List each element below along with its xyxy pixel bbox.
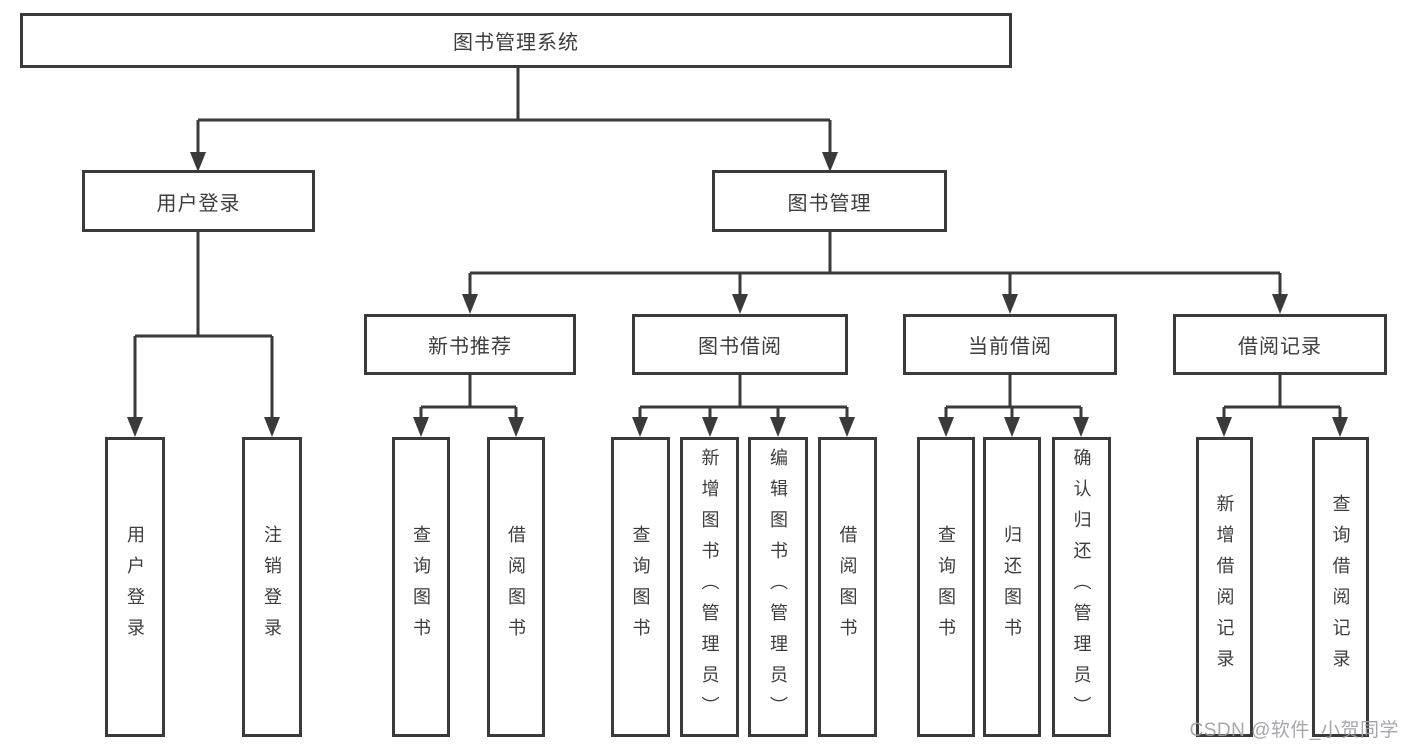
node-current-borrow-label: 当前借阅: [968, 336, 1052, 358]
node-leaf-query-books-2-label: 查询图书: [630, 525, 651, 649]
node-leaf-add-book-admin-label: 新增图书（管理员）: [699, 447, 720, 727]
node-leaf-query-borrow-record-label: 查询借阅记录: [1330, 494, 1351, 680]
node-leaf-borrow-books-1: 借阅图书: [487, 437, 545, 737]
node-new-book-recommend-label: 新书推荐: [428, 336, 512, 358]
node-leaf-query-books-1: 查询图书: [392, 437, 450, 737]
node-leaf-user-login-label: 用户登录: [125, 525, 145, 649]
node-new-book-recommend: 新书推荐: [364, 314, 576, 375]
node-leaf-edit-book-admin: 编辑图书（管理员）: [748, 437, 808, 737]
arrowheads: [127, 152, 1348, 437]
node-leaf-logout-label: 注销登录: [262, 525, 282, 649]
csdn-watermark: CSDN @软件_小贺同学: [1189, 720, 1399, 741]
node-leaf-query-books-1-label: 查询图书: [411, 525, 431, 649]
node-leaf-return-book: 归还图书: [983, 437, 1041, 737]
node-root-label: 图书管理系统: [453, 32, 579, 54]
node-leaf-add-book-admin: 新增图书（管理员）: [680, 437, 739, 737]
node-leaf-add-borrow-record-label: 新增借阅记录: [1214, 494, 1235, 680]
node-user-login: 用户登录: [82, 170, 315, 232]
node-leaf-confirm-return-admin-label: 确认归还（管理员）: [1071, 447, 1092, 727]
node-borrow-records: 借阅记录: [1173, 314, 1387, 375]
node-leaf-query-books-3: 查询图书: [917, 437, 975, 737]
node-leaf-query-borrow-record: 查询借阅记录: [1312, 437, 1369, 737]
node-leaf-query-books-3-label: 查询图书: [936, 525, 956, 649]
node-leaf-edit-book-admin-label: 编辑图书（管理员）: [768, 447, 788, 727]
node-current-borrow: 当前借阅: [903, 314, 1117, 375]
node-book-management: 图书管理: [712, 170, 947, 232]
node-leaf-borrow-books-1-label: 借阅图书: [506, 525, 526, 649]
node-leaf-user-login: 用户登录: [105, 437, 165, 737]
node-leaf-add-borrow-record: 新增借阅记录: [1196, 437, 1253, 737]
node-leaf-query-books-2: 查询图书: [611, 437, 670, 737]
node-leaf-borrow-books-2-label: 借阅图书: [837, 525, 858, 649]
node-leaf-return-book-label: 归还图书: [1002, 525, 1022, 649]
node-leaf-logout: 注销登录: [242, 437, 302, 737]
node-book-management-label: 图书管理: [787, 192, 872, 215]
node-borrow-records-label: 借阅记录: [1238, 336, 1322, 358]
node-book-borrow: 图书借阅: [632, 314, 848, 375]
node-leaf-borrow-books-2: 借阅图书: [818, 437, 877, 737]
node-leaf-confirm-return-admin: 确认归还（管理员）: [1052, 437, 1111, 737]
node-user-login-label: 用户登录: [156, 192, 241, 215]
node-book-borrow-label: 图书借阅: [698, 336, 782, 358]
node-root: 图书管理系统: [20, 13, 1012, 68]
